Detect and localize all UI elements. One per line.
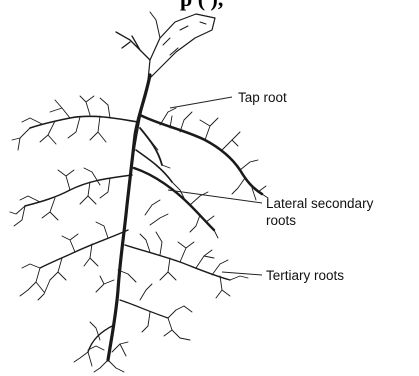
tertiary-roots xyxy=(10,96,268,372)
label-lateral-secondary-line2: roots xyxy=(266,213,296,228)
lateral-secondary-roots xyxy=(25,115,262,352)
clipped-header-text: p ( ), xyxy=(180,0,223,11)
label-tap-root: Tap root xyxy=(238,90,287,105)
stem-crown xyxy=(116,12,215,80)
label-tertiary-roots: Tertiary roots xyxy=(266,268,344,283)
label-lateral-secondary-line1: Lateral secondary xyxy=(266,196,374,211)
tap-root-leader-line xyxy=(170,97,232,108)
tertiary-roots-leader-line xyxy=(222,272,262,275)
